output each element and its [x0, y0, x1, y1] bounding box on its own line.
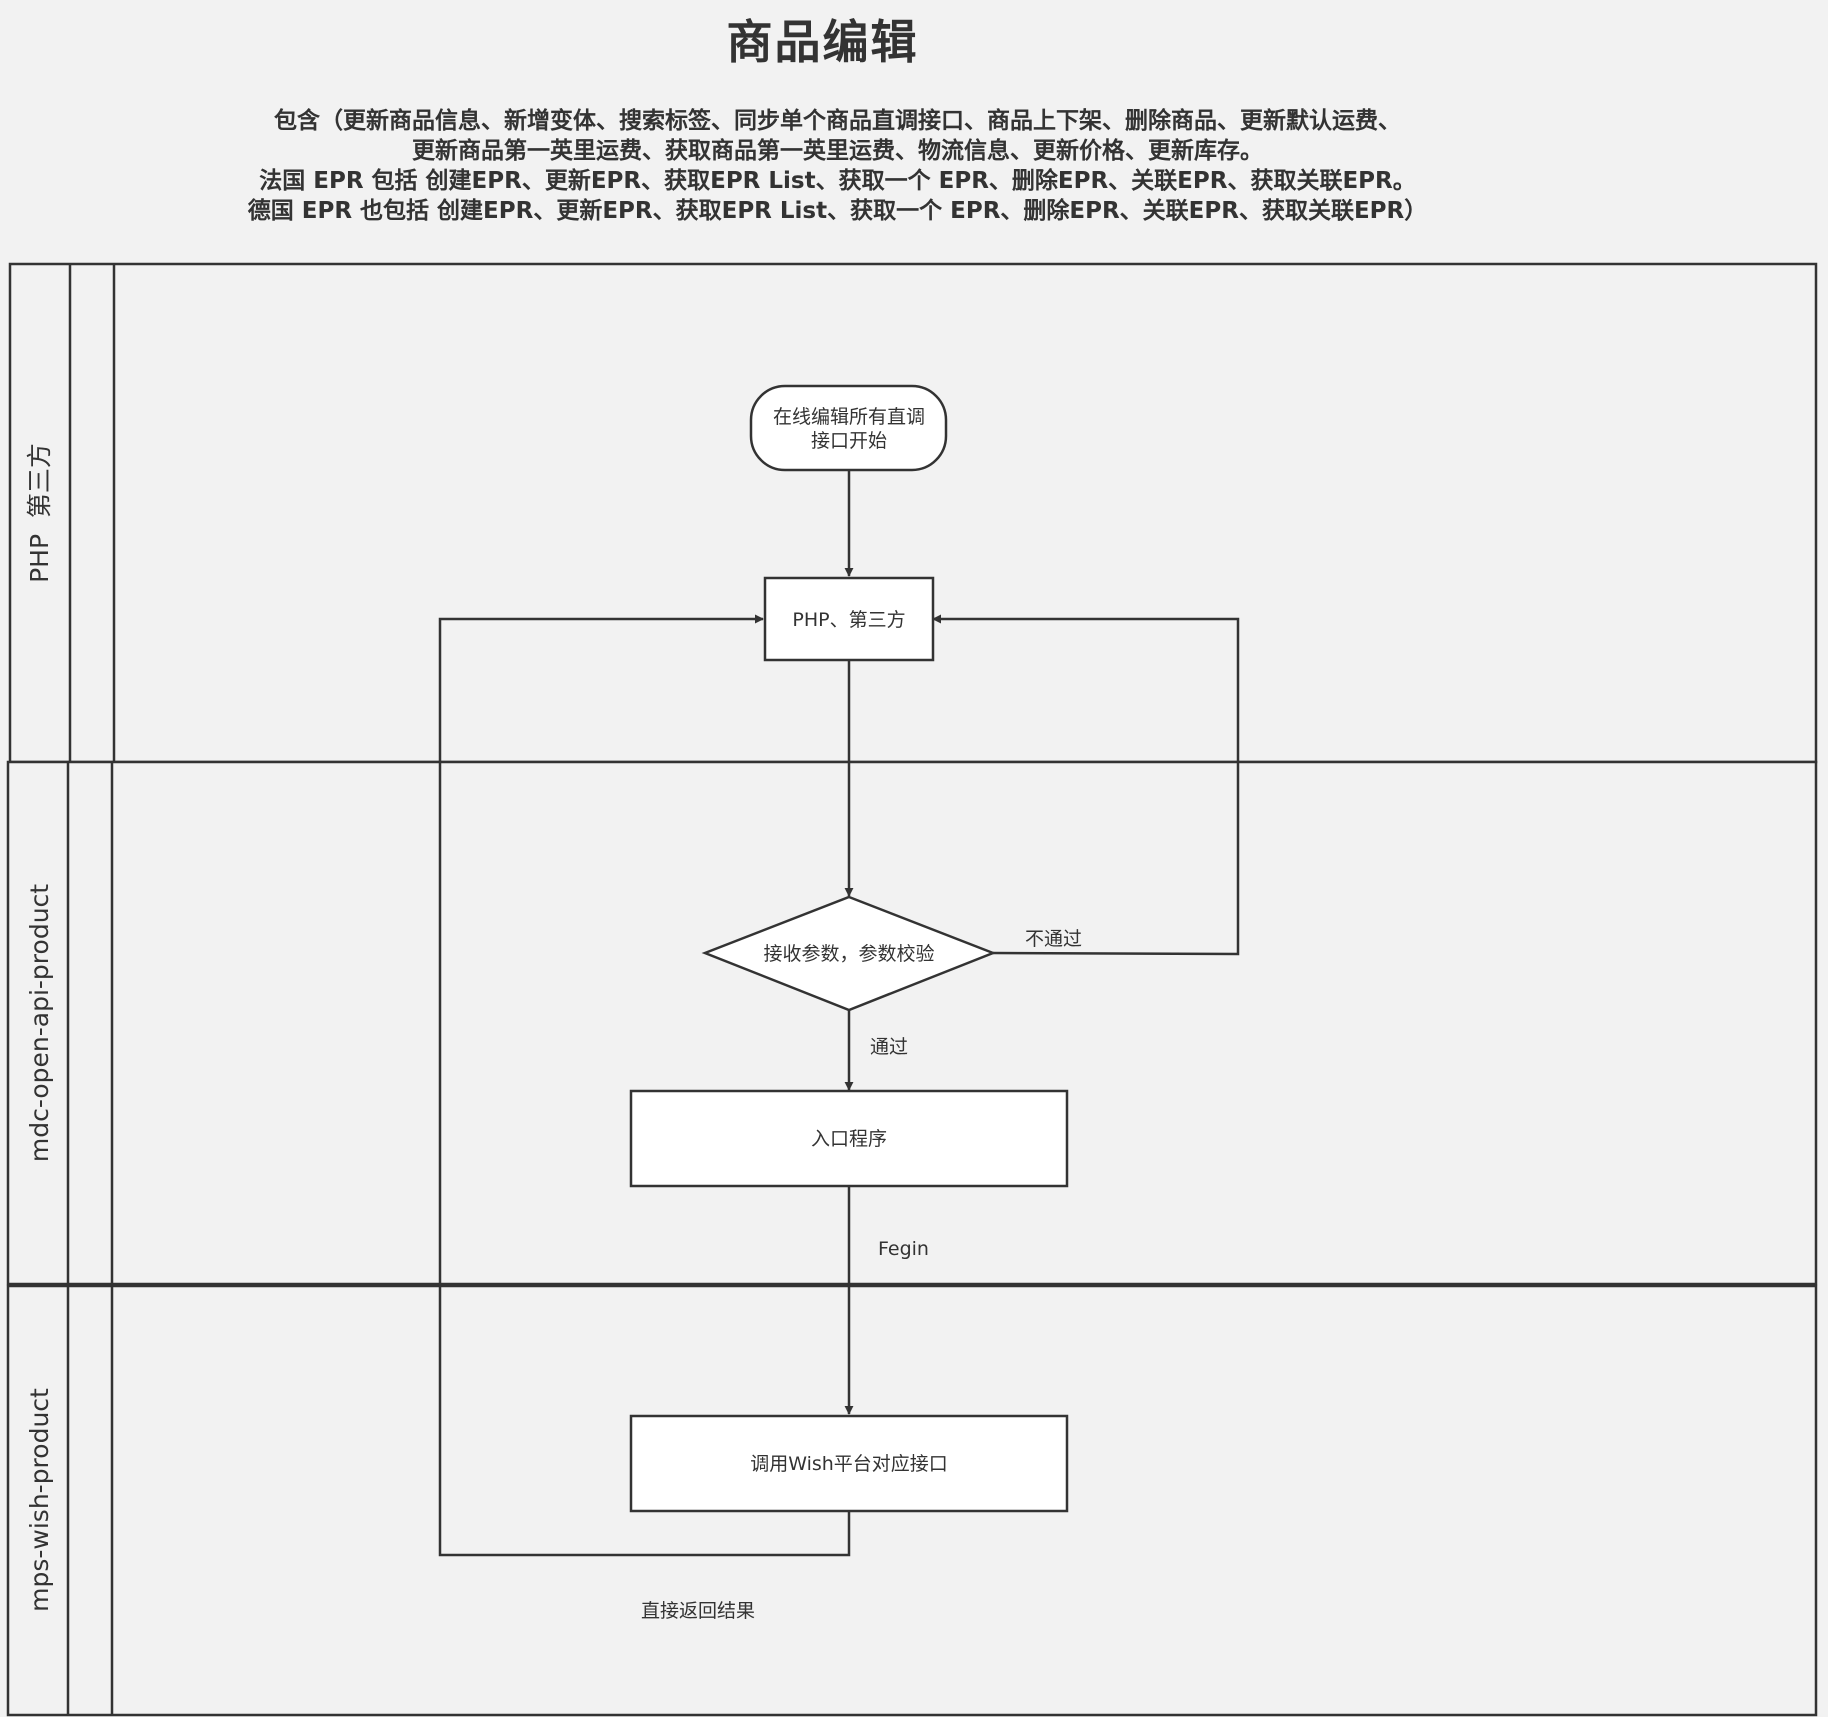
- description-line: 包含（更新商品信息、新增变体、搜索标签、同步单个商品直调接口、商品上下架、删除商…: [274, 108, 1401, 134]
- description-line: 德国 EPR 也包括 创建EPR、更新EPR、获取EPR List、获取一个 E…: [247, 198, 1428, 224]
- edge-label-fegin: Fegin: [878, 1238, 929, 1260]
- php-process-label: PHP、第三方: [792, 609, 905, 631]
- edge-label-return: 直接返回结果: [641, 1600, 755, 1622]
- wish-process-label: 调用Wish平台对应接口: [750, 1453, 948, 1475]
- lane-label-mdc: mdc-open-api-product: [25, 884, 54, 1162]
- lane-label-php: PHP 第三方: [25, 443, 54, 583]
- start-node-label-line-2: 接口开始: [811, 430, 887, 452]
- arrow-validate-reject-to-php: [932, 614, 1240, 956]
- validate-decision-node: 接收参数，参数校验: [701, 895, 997, 1012]
- lane-php-frame: [8, 262, 1818, 764]
- swimlane-mdc-open-api-product: mdc-open-api-product: [6, 760, 1818, 1286]
- validate-decision-label: 接收参数，参数校验: [763, 943, 934, 965]
- wish-process-node: 调用Wish平台对应接口: [629, 1414, 1069, 1513]
- start-terminator-shape: [749, 384, 948, 472]
- swimlane-php: PHP 第三方: [8, 262, 1818, 764]
- entry-process-node: 入口程序: [629, 1089, 1069, 1188]
- entry-process-shape: [629, 1089, 1069, 1188]
- php-process-node: PHP、第三方: [763, 576, 935, 662]
- arrow-wish-return-to-php: [438, 614, 851, 1557]
- page-description: 包含（更新商品信息、新增变体、搜索标签、同步单个商品直调接口、商品上下架、删除商…: [0, 106, 1675, 226]
- php-process-shape: [763, 576, 935, 662]
- start-node: 在线编辑所有直调 接口开始: [749, 384, 948, 472]
- description-line: 更新商品第一英里运费、获取商品第一英里运费、物流信息、更新价格、更新库存。: [412, 138, 1263, 164]
- page-title: 商品编辑: [726, 15, 919, 69]
- edge-label-pass: 通过: [870, 1036, 908, 1058]
- description-line: 法国 EPR 包括 创建EPR、更新EPR、获取EPR List、获取一个 EP…: [259, 168, 1416, 194]
- validate-decision-shape: [701, 895, 997, 1012]
- start-node-label-line-1: 在线编辑所有直调: [773, 406, 925, 428]
- lane-mdc-frame: [6, 760, 1818, 1286]
- entry-process-label: 入口程序: [811, 1128, 887, 1150]
- edge-label-reject: 不通过: [1025, 928, 1082, 950]
- connectors: [438, 470, 1240, 1557]
- wish-process-shape: [629, 1414, 1069, 1513]
- lane-label-mps: mps-wish-product: [25, 1388, 54, 1612]
